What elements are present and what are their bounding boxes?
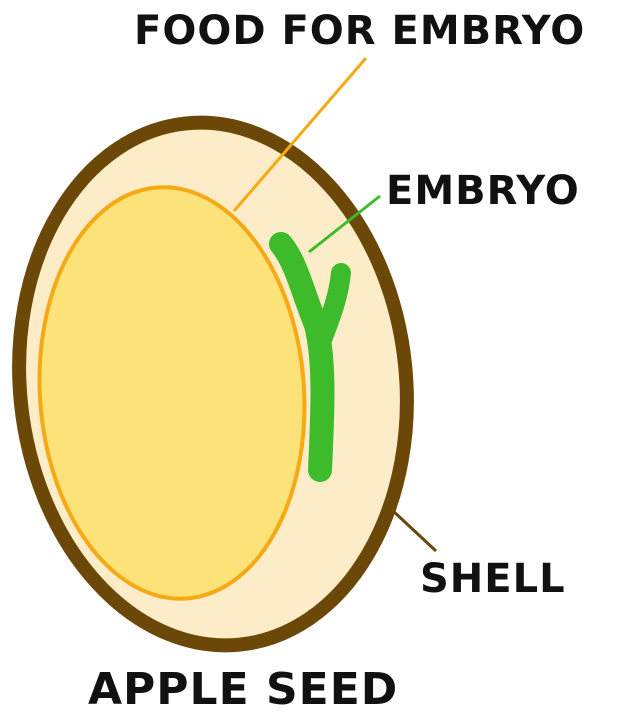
food-for-embryo-label: FOOD FOR EMBRYO [134, 8, 585, 54]
shell-leader-line [392, 510, 436, 551]
diagram-title: APPLE SEED [88, 664, 398, 715]
embryo-label: EMBRYO [386, 168, 580, 214]
shell-label: SHELL [420, 556, 566, 602]
